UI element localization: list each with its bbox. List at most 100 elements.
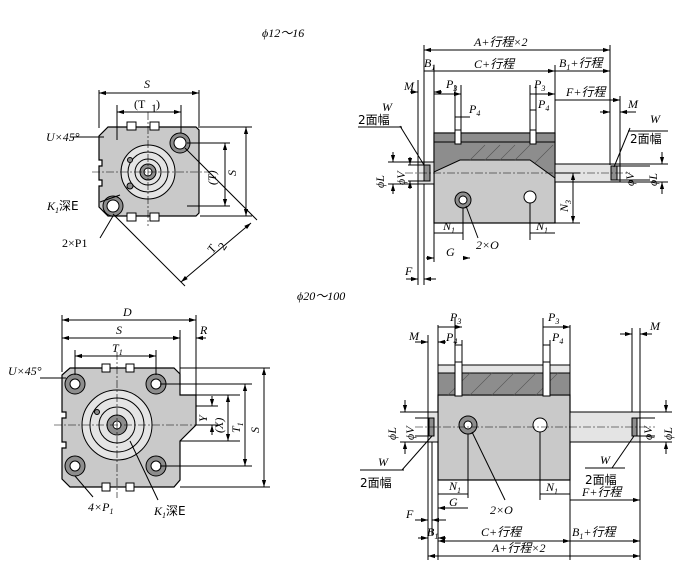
top-front-K1-label: K1深E <box>46 199 79 215</box>
top-front-port <box>126 182 134 190</box>
top-front-port-2 <box>127 157 133 163</box>
top-side-W-right-label: W <box>650 112 661 126</box>
top-side-face-right-label: 2面幅 <box>630 131 662 146</box>
bottom-front-port <box>94 409 100 415</box>
top-side-total-label: A+行程×2 <box>473 35 528 49</box>
bottom-side-N1-left-label: N1 <box>448 479 461 495</box>
bottom-side-P3-right-label: P3 <box>547 310 559 326</box>
bottom-side-F-label: F <box>405 507 414 521</box>
bottom-side-O-label: 2×O <box>490 503 513 517</box>
bottom-front-T1-label: T1 <box>112 341 123 357</box>
top-front-S-label: S <box>144 77 150 91</box>
top-front-P1-label: 2×P1 <box>62 236 87 250</box>
bottom-side-F-stroke-label: F+行程 <box>581 485 623 499</box>
top-front-bolt-tr-inner <box>173 136 187 150</box>
bottom-front-notch-b1 <box>101 482 111 492</box>
top-side-P3-right-label: P3 <box>533 77 545 93</box>
bottom-front-P1-label: 4×P1 <box>88 500 113 516</box>
bottom-side-phiL-right-label: ϕL <box>661 427 675 440</box>
bottom-front-chamfer-label: U×45° <box>8 364 42 378</box>
top-side-N1-left-label: N1 <box>442 219 455 235</box>
bottom-side-face-right-label: 2面幅 <box>585 472 617 487</box>
top-front-view <box>92 112 210 226</box>
bottom-front-R-label: R <box>199 323 208 337</box>
bottom-side-view <box>415 361 655 481</box>
bottom-side-M-right-label: M <box>649 319 661 333</box>
top-side-W-left-label: W <box>382 100 393 114</box>
bottom-side-P4-right-label: P4 <box>551 330 563 346</box>
top-side-view <box>405 129 630 224</box>
top-front-bolt-bl-inner <box>106 199 120 213</box>
bottom-side-W-left-label: W <box>378 455 389 469</box>
bottom-front-dimensions: D S R T1 U×45° Y (X) T1 S 4×P1 K1深E <box>8 305 270 520</box>
bottom-side-B1-stroke-label: B1+行程 <box>572 525 617 541</box>
top-side-O-label: 2×O <box>476 238 499 252</box>
bottom-front-notch-b2 <box>125 482 135 492</box>
top-side-dimensions: A+行程×2 B1 C+行程 B1+行程 M P3 P4 P3 P4 F+行程 … <box>358 35 668 285</box>
bottom-front-X-label: (X) <box>212 418 226 433</box>
top-side-C-label: C+行程 <box>474 57 516 71</box>
top-side-port-tube-left <box>454 129 462 145</box>
bottom-side-phiV-right-label: ϕV <box>641 425 655 440</box>
top-front-notch-bottom-left <box>126 212 137 222</box>
top-side-P4-left-label: P4 <box>468 102 480 118</box>
bottom-front-notch-t2 <box>125 363 135 373</box>
bottom-side-dimensions: P3 P4 P3 P4 M M ϕL ϕV ϕV ϕL <box>360 310 675 560</box>
bottom-side-G-label: G <box>449 495 458 509</box>
top-front-T1-paren: (T <box>134 97 146 111</box>
bottom-side-C-label: C+行程 <box>481 525 523 539</box>
bottom-side-body <box>437 394 571 481</box>
top-front-notch-bottom-right <box>149 212 160 222</box>
top-side-M-right-label: M <box>627 97 639 111</box>
bottom-front-Y-label: Y <box>196 414 210 422</box>
bottom-side-total-label: A+行程×2 <box>491 541 546 555</box>
bottom-side-port-tube-left <box>454 361 463 397</box>
top-side-M-left-label: M <box>403 79 415 93</box>
bottom-side-B1-label: B1 <box>427 525 438 541</box>
top-side-phiV-label: ϕV <box>394 170 408 185</box>
top-side-F-label: F <box>404 264 413 278</box>
bottom-front-K1-label: K1深E <box>153 504 186 520</box>
bottom-side-P4-left-label: P4 <box>445 330 457 346</box>
bottom-front-S-side-label: S <box>248 427 262 433</box>
top-front-chamfer-label: U×45° <box>46 130 80 144</box>
bottom-side-M-left-label: M <box>408 329 420 343</box>
bottom-side-N1-right-label: N1 <box>545 480 558 496</box>
top-side-P3-left-label: P3 <box>445 77 457 93</box>
top-side-phiL-right-label: ϕL <box>646 173 660 186</box>
bottom-side-port-O-right <box>532 417 548 433</box>
bottom-front-view <box>54 352 210 498</box>
bottom-front-S-label: S <box>116 323 122 337</box>
top-side-port-O-right <box>523 190 537 204</box>
bottom-side-W-right-label: W <box>600 453 611 467</box>
bottom-side-port-tube-right <box>542 361 551 397</box>
top-side-port-O-left-inner <box>458 195 468 205</box>
bottom-side-P3-left-label: P3 <box>449 310 461 326</box>
top-front-S-side-label: S <box>225 170 239 176</box>
top-front-notch-left <box>126 121 137 131</box>
bottom-side-phiV-label: ϕV <box>403 425 417 440</box>
top-side-P4-right-label: P4 <box>537 97 549 113</box>
bottom-section-title: ϕ20～100 <box>297 289 345 303</box>
top-front-T1-side-label: (T) <box>205 170 219 185</box>
top-side-port-tube-right <box>529 129 537 145</box>
top-side-B1-label: B1 <box>424 56 435 72</box>
top-front-notch-right <box>149 121 160 131</box>
bottom-front-D-label: D <box>122 305 132 319</box>
bottom-front-notch-t1 <box>101 363 111 373</box>
svg-text:1: 1 <box>151 101 157 115</box>
top-side-top-strip <box>433 132 556 143</box>
top-side-N3-label: N3 <box>557 200 573 213</box>
top-section-title: ϕ12～16 <box>262 26 304 40</box>
top-side-phiL-label: ϕL <box>373 175 387 188</box>
top-side-B1-stroke-label: B1+行程 <box>559 56 604 72</box>
top-side-N1-right-label: N1 <box>535 219 548 235</box>
bottom-front-T1-side-label: T1 <box>229 422 245 433</box>
bottom-side-face-left-label: 2面幅 <box>360 475 392 490</box>
svg-text:): ) <box>156 97 160 111</box>
top-side-phiV-right-label: ϕV <box>623 171 637 186</box>
top-side-F-stroke-label: F+行程 <box>565 85 607 99</box>
top-side-G-label: G <box>446 245 455 259</box>
bottom-side-phiL-label: ϕL <box>385 427 399 440</box>
